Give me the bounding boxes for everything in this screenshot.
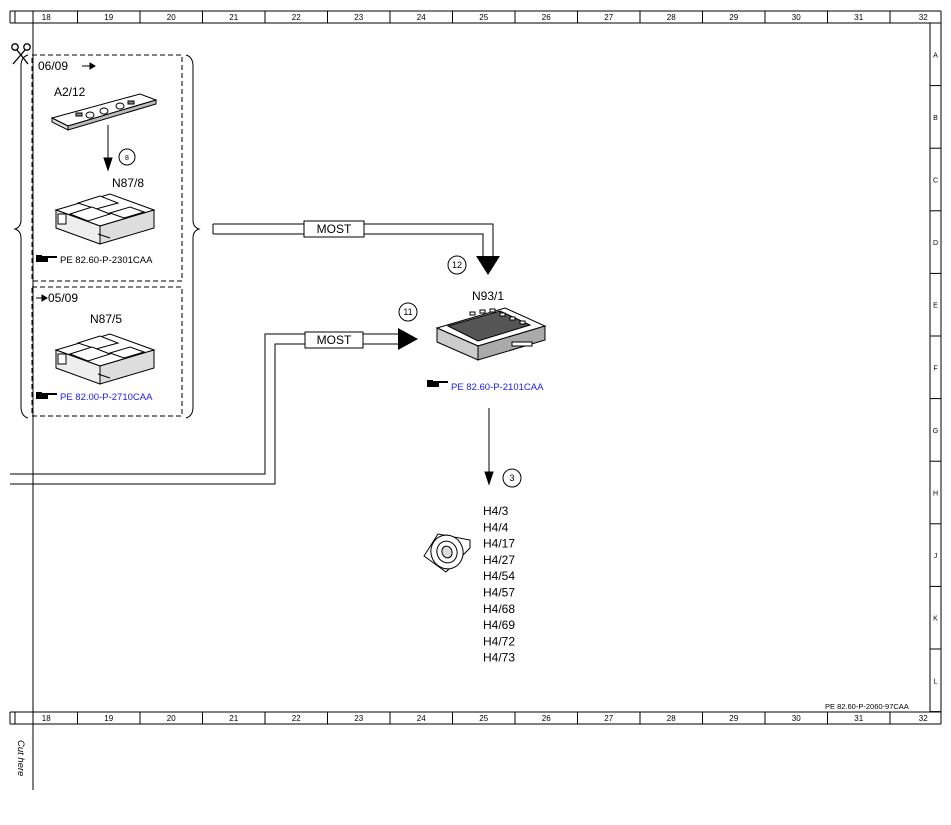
step-badge-11: 11 bbox=[398, 302, 418, 322]
grid-column-label: 24 bbox=[417, 714, 426, 723]
grid-column-label: 29 bbox=[729, 13, 738, 22]
grid-column-ruler-top: 18 19 20 21 22 23 24 25 26 27 28 29 30 31 32 bbox=[14, 11, 928, 23]
arrow-right-icon bbox=[36, 294, 48, 302]
variant-box-top bbox=[31, 54, 183, 282]
scissors-icon bbox=[11, 43, 31, 65]
step-number: 12 bbox=[452, 260, 462, 270]
module-n93-1-label: N93/1 bbox=[472, 289, 504, 303]
grid-column-label: 24 bbox=[417, 13, 426, 22]
most-label-bottom: MOST bbox=[317, 333, 352, 347]
grid-column-label: 25 bbox=[479, 714, 488, 723]
grid-column-label: 26 bbox=[542, 13, 551, 22]
speaker-list: H4/3H4/4H4/17H4/27H4/54H4/57H4/68H4/69H4… bbox=[483, 504, 515, 665]
speaker-id-label: H4/27 bbox=[483, 553, 515, 567]
antenna-amplifier-image bbox=[50, 93, 158, 131]
grid-row-label: L bbox=[934, 678, 938, 685]
speaker-id-label: H4/57 bbox=[483, 586, 515, 600]
grid-row-label: H bbox=[933, 491, 938, 498]
grid-column-label: 21 bbox=[229, 714, 238, 723]
most-label-top: MOST bbox=[317, 222, 352, 236]
step-number: 11 bbox=[403, 307, 412, 317]
grid-row-label: D bbox=[933, 240, 938, 247]
reference-link-bottom[interactable]: PE 82.00-P-2710CAA bbox=[60, 392, 153, 403]
flow-arrow-down bbox=[484, 408, 494, 486]
grid-column-label: 30 bbox=[792, 13, 801, 22]
speaker-id-label: H4/72 bbox=[483, 634, 515, 648]
bus-arrow-right-icon bbox=[398, 328, 418, 350]
grid-column-label: 22 bbox=[292, 714, 301, 723]
speaker-id-label: H4/69 bbox=[483, 618, 515, 632]
most-label-box-top bbox=[303, 220, 365, 238]
step-number: 8 bbox=[125, 155, 129, 162]
most-label-box-bottom bbox=[304, 331, 364, 349]
component-n87-5-label: N87/5 bbox=[90, 312, 122, 326]
flow-arrow-down bbox=[103, 125, 113, 172]
step-badge-12: 12 bbox=[447, 255, 467, 275]
arrow-right-icon bbox=[82, 62, 96, 70]
speaker-id-label: H4/68 bbox=[483, 602, 515, 616]
component-n87-8-label: N87/8 bbox=[112, 176, 144, 190]
grid-column-label: 32 bbox=[919, 13, 928, 22]
group-brace-right bbox=[185, 54, 201, 419]
sheet-reference: PE 82.60-P-2060-97CAA bbox=[825, 702, 909, 711]
pointing-hand-icon bbox=[427, 380, 448, 387]
grid-row-ruler-right: A B C D E F G H J K L bbox=[930, 22, 941, 713]
bus-arrow-down-icon bbox=[476, 256, 500, 275]
date-from-label: 06/09 bbox=[38, 59, 68, 73]
grid-column-label: 18 bbox=[42, 13, 51, 22]
date-until-label: 05/09 bbox=[48, 291, 78, 305]
grid-row-label: E bbox=[933, 303, 938, 310]
step-badge-8: 8 bbox=[118, 148, 136, 166]
step-badge-3: 3 bbox=[502, 468, 522, 488]
grid-row-label: B bbox=[933, 115, 938, 122]
grid-column-label: 27 bbox=[604, 714, 613, 723]
grid-column-label: 28 bbox=[667, 13, 676, 22]
grid-column-label: 23 bbox=[354, 714, 363, 723]
grid-column-label: 29 bbox=[729, 714, 738, 723]
component-a2-12-label: A2/12 bbox=[54, 85, 86, 99]
grid-column-label: 19 bbox=[104, 714, 113, 723]
pointing-hand-icon bbox=[36, 255, 57, 262]
grid-column-label: 19 bbox=[104, 13, 113, 22]
speaker-id-label: H4/54 bbox=[483, 569, 515, 583]
speaker-id-label: H4/73 bbox=[483, 651, 515, 665]
grid-column-label: 31 bbox=[854, 714, 863, 723]
grid-column-label: 30 bbox=[792, 714, 801, 723]
grid-row-label: A bbox=[933, 52, 938, 59]
speaker-image bbox=[423, 533, 471, 573]
grid-row-label: F bbox=[933, 365, 937, 372]
speaker-id-label: H4/17 bbox=[483, 537, 515, 551]
grid-column-label: 25 bbox=[479, 13, 488, 22]
grid-column-ruler-bottom: 18 19 20 21 22 23 24 25 26 27 28 29 30 31 32 bbox=[14, 712, 928, 724]
grid-column-label: 18 bbox=[42, 714, 51, 723]
cut-here-label: Cut here bbox=[15, 740, 26, 776]
grid-column-label: 26 bbox=[542, 714, 551, 723]
grid-column-label: 31 bbox=[854, 13, 863, 22]
grid-column-label: 27 bbox=[604, 13, 613, 22]
grid-column-label: 21 bbox=[229, 13, 238, 22]
group-brace-left bbox=[13, 54, 29, 419]
speaker-id-label: H4/3 bbox=[483, 504, 509, 518]
grid-row-label: K bbox=[933, 616, 938, 623]
reference-link-top[interactable]: PE 82.60-P-2301CAA bbox=[60, 255, 153, 266]
grid-row-label: J bbox=[934, 553, 938, 560]
grid-row-label: G bbox=[933, 428, 938, 435]
speaker-id-label: H4/4 bbox=[483, 520, 509, 534]
grid-column-label: 23 bbox=[354, 13, 363, 22]
grid-row-label: C bbox=[933, 178, 938, 185]
variant-box-bottom bbox=[31, 286, 183, 417]
sheet-frame bbox=[9, 10, 942, 790]
grid-column-label: 20 bbox=[167, 13, 176, 22]
step-number: 3 bbox=[509, 473, 514, 483]
control-unit-n87-5-image bbox=[54, 333, 156, 385]
grid-column-label: 32 bbox=[919, 714, 928, 723]
reference-link-module[interactable]: PE 82.60-P-2101CAA bbox=[451, 382, 544, 393]
grid-column-label: 28 bbox=[667, 714, 676, 723]
control-unit-n87-8-image bbox=[54, 193, 156, 245]
amplifier-module-n93-1-image bbox=[435, 307, 547, 361]
grid-column-label: 22 bbox=[292, 13, 301, 22]
pointing-hand-icon bbox=[36, 392, 57, 399]
grid-column-label: 20 bbox=[167, 714, 176, 723]
